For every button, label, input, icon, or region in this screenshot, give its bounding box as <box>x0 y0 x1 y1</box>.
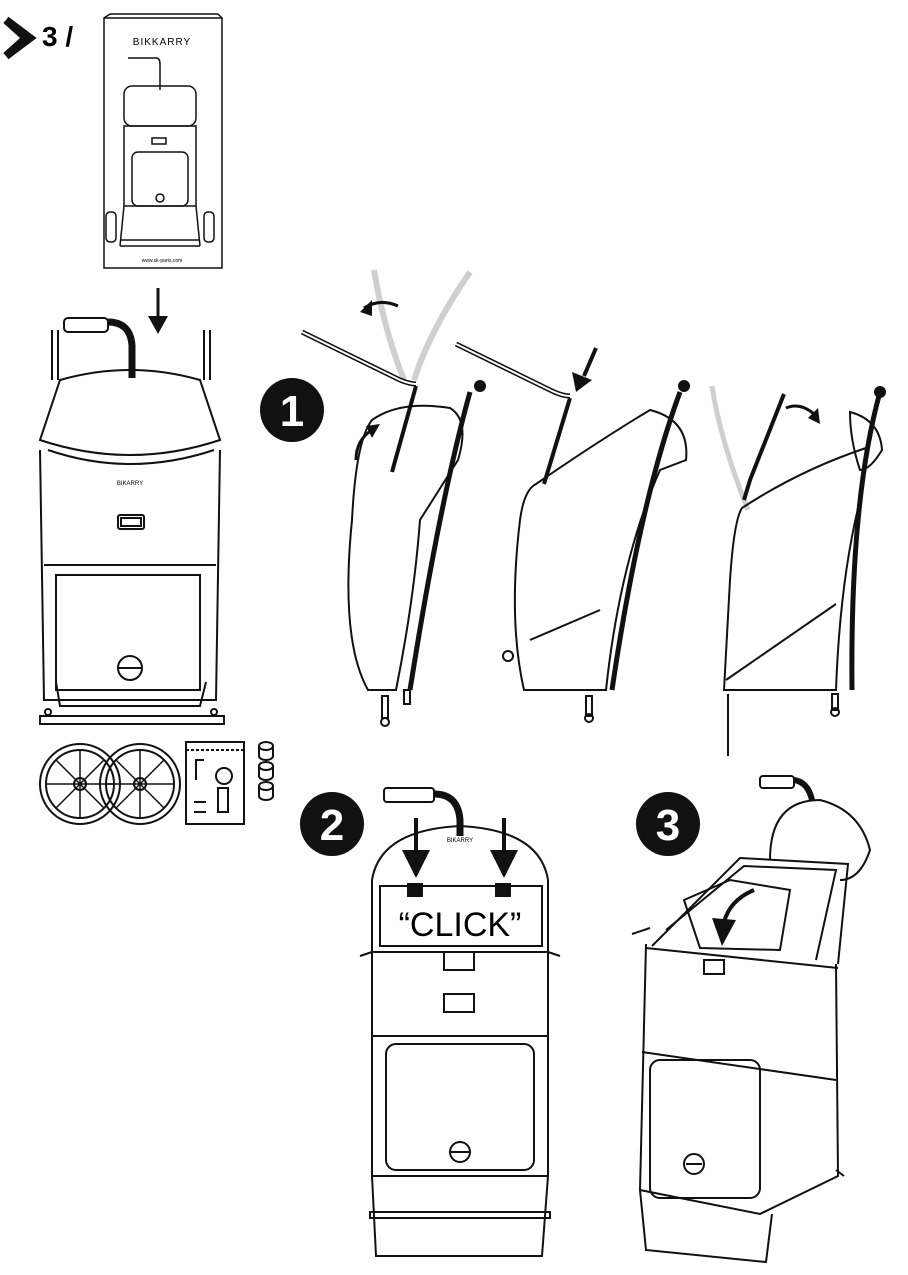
chevron-right-icon <box>3 16 37 60</box>
box-url: www.sk-parts.com <box>142 258 183 264</box>
step-2-number: 2 <box>320 801 344 850</box>
step-2-badge <box>300 792 364 856</box>
step-1-badge <box>260 378 324 442</box>
wheels <box>39 743 181 825</box>
step-1-panel-a <box>300 269 486 727</box>
step-3-trolley <box>631 775 872 1264</box>
step-3-badge <box>636 792 700 856</box>
unboxed-trolley <box>38 317 225 725</box>
section-number: 3 / <box>42 21 73 52</box>
click-sound-label: “CLICK” <box>399 906 522 944</box>
rotate-back-arrow-icon <box>360 300 399 316</box>
product-box <box>103 13 223 269</box>
arrow-down-icon <box>572 347 598 392</box>
box-brand: BIKKARRY <box>133 37 191 48</box>
press-arrow-left-icon <box>402 818 430 878</box>
step-2-trolley <box>359 787 561 1257</box>
click-label-bg <box>382 900 538 944</box>
step-1-panel-c <box>709 385 886 756</box>
spacer-rings <box>258 741 274 801</box>
curved-up-arrow-icon <box>354 424 380 461</box>
step-2-brand: BIKARRY <box>447 838 473 844</box>
step-1-number: 1 <box>280 387 304 436</box>
press-arrow-right-icon <box>490 818 518 878</box>
step-3-number: 3 <box>656 801 680 850</box>
curved-down-arrow-icon <box>712 888 755 946</box>
step-1-panel-b <box>454 341 690 723</box>
trolley-brand: BIKARRY <box>117 481 143 487</box>
rotate-forward-arrow-icon <box>785 404 820 424</box>
section-header: 3 / <box>3 16 73 60</box>
arrow-down-icon <box>148 288 168 334</box>
hardware-bag <box>185 741 245 825</box>
